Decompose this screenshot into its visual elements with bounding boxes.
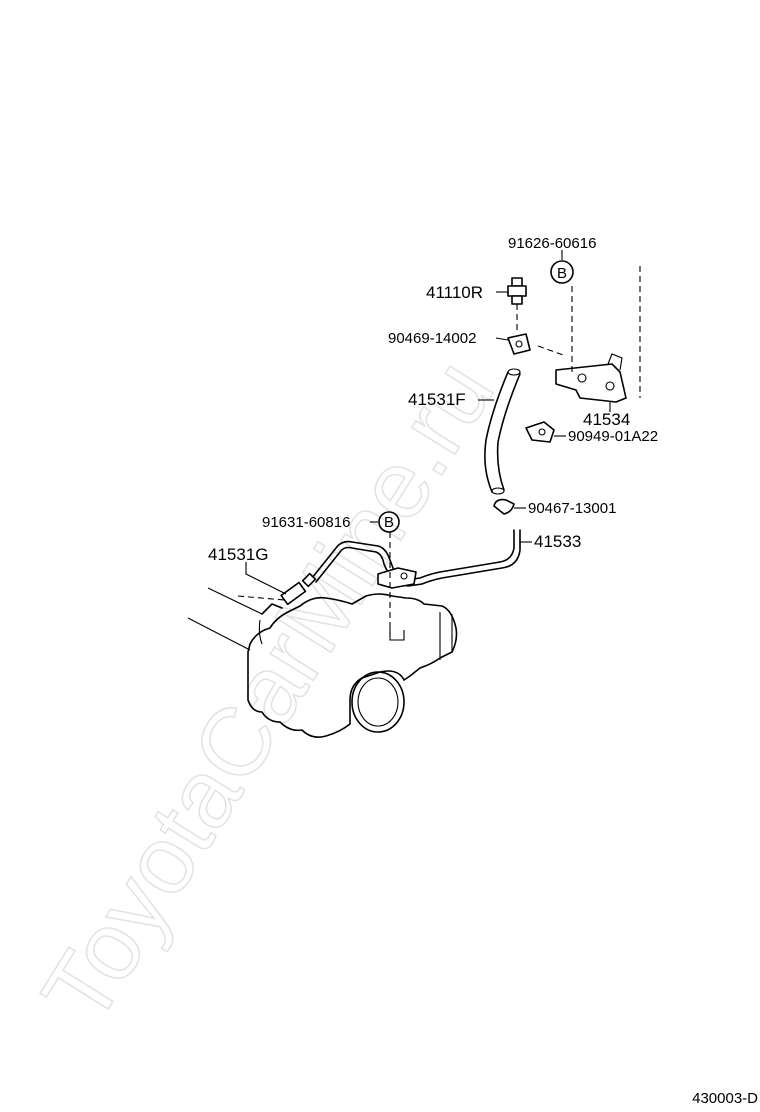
clamp-90469-14002 xyxy=(507,333,531,355)
label-41110R: 41110R xyxy=(426,283,483,302)
label-41533: 41533 xyxy=(534,532,581,551)
dash-clamp-to-bracket xyxy=(537,345,567,357)
ref-b-mid: B xyxy=(378,511,400,533)
svg-text:B: B xyxy=(384,514,394,531)
leader-90469-14002 xyxy=(495,337,509,341)
diagram-code: 430003-D xyxy=(692,1090,758,1107)
pipe-41533 xyxy=(301,529,521,589)
label-90469-14002: 90469-14002 xyxy=(388,330,476,347)
label-41534: 41534 xyxy=(583,410,630,429)
label-90467-13001: 90467-13001 xyxy=(528,500,616,517)
label-91626-60616: 91626-60616 xyxy=(508,235,596,252)
ref-b-top: B xyxy=(550,260,574,284)
svg-text:B: B xyxy=(557,265,567,282)
hose-41531F xyxy=(484,368,521,495)
leader-41531G xyxy=(245,562,287,595)
label-90949-01A22: 90949-01A22 xyxy=(568,428,658,445)
hose-41531G xyxy=(261,581,307,615)
label-41531G: 41531G xyxy=(208,545,269,564)
watermark-text: ToyotaCarMine.ru xyxy=(22,342,514,1041)
dash-hose-to-housing xyxy=(237,595,285,601)
label-91631-60816: 91631-60816 xyxy=(262,514,350,531)
bracket-41534 xyxy=(555,353,627,403)
valve-41110R xyxy=(507,277,527,305)
label-41531F: 41531F xyxy=(408,390,466,409)
clip-90949-01A22 xyxy=(525,421,555,443)
clamp-90467-13001 xyxy=(493,498,515,515)
engine-housing-outline xyxy=(187,587,458,738)
